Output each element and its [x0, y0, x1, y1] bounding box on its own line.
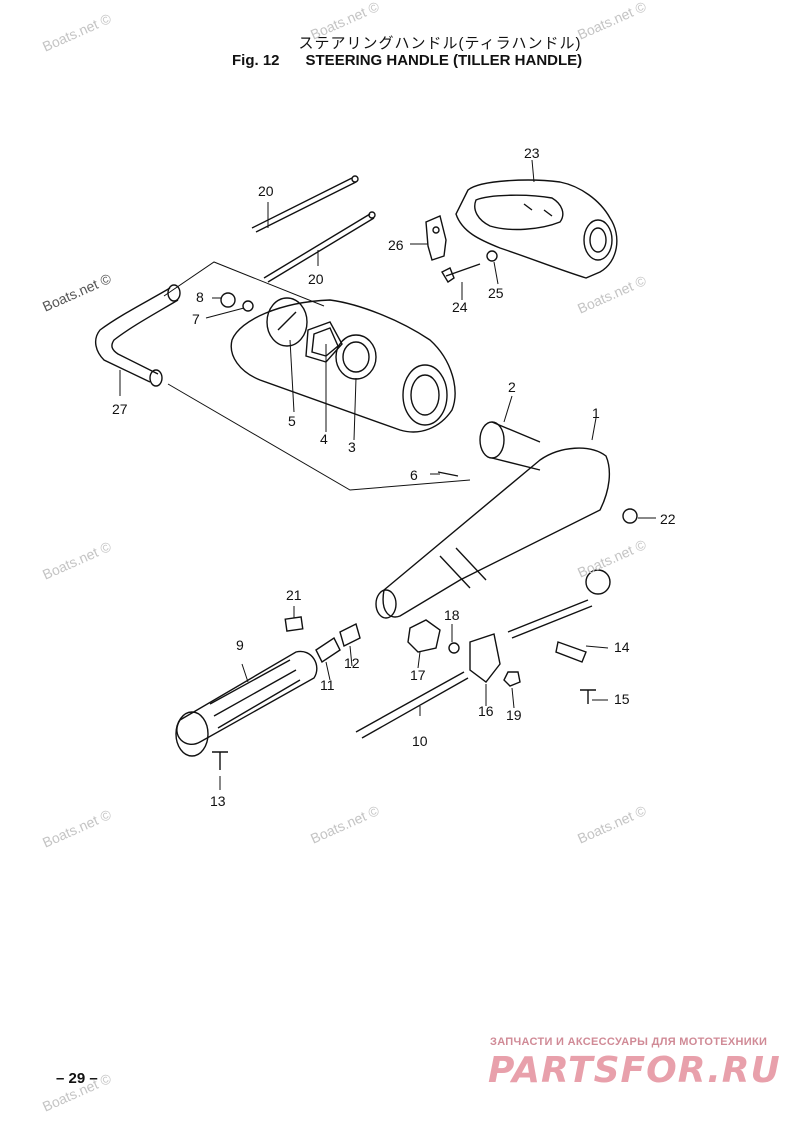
label-24: 24: [452, 299, 468, 315]
part-1-tiller-arm: [375, 447, 611, 619]
label-19: 19: [506, 707, 522, 723]
brand-logo: PARTSFOR.RU: [488, 1050, 781, 1091]
label-25: 25: [488, 285, 504, 301]
label-17: 17: [410, 667, 426, 683]
part-26-bracket: [425, 215, 447, 261]
handle-housing-main: [230, 299, 456, 433]
part-4-gasket: [305, 321, 343, 363]
figure-title: Fig. 12 STEERING HANDLE (TILLER HANDLE): [232, 52, 582, 69]
label-6: 6: [410, 467, 418, 483]
part-27-hose: [94, 284, 181, 387]
label-13: 13: [210, 793, 226, 809]
label-21: 21: [286, 587, 302, 603]
part-15-screw: [580, 689, 596, 704]
part-19-nut: [503, 671, 521, 687]
part-13-screw: [212, 751, 228, 770]
label-2: 2: [508, 379, 516, 395]
label-16: 16: [478, 703, 494, 719]
label-8: 8: [196, 289, 204, 305]
part-12-nut: [339, 622, 361, 648]
label-1: 1: [592, 405, 600, 421]
label-26: 26: [388, 237, 404, 253]
part-7-washer: [242, 300, 254, 312]
part-5-plate: [266, 297, 308, 347]
label-20a: 20: [258, 183, 274, 199]
part-11-bushing: [315, 636, 341, 664]
label-15: 15: [614, 691, 630, 707]
part-14-shaft: [507, 569, 611, 663]
title-japanese: ステアリングハンドル(ティラハンドル): [298, 35, 582, 52]
part-6-screw: [437, 471, 459, 477]
label-14: 14: [614, 639, 630, 655]
label-11: 11: [320, 677, 335, 693]
part-22-cap: [622, 508, 638, 524]
figure-number: Fig. 12: [232, 52, 280, 69]
figure-title-text: STEERING HANDLE (TILLER HANDLE): [305, 52, 583, 69]
part-23-handle-housing: [455, 179, 618, 279]
part-16-bracket: [469, 633, 501, 683]
part-17-knob: [407, 619, 441, 653]
part-20-cables: [251, 175, 376, 283]
label-5: 5: [288, 413, 296, 429]
part-3-seal: [335, 334, 377, 380]
label-9: 9: [236, 637, 244, 653]
part-9-grip: [175, 650, 318, 757]
label-12: 12: [344, 655, 360, 671]
label-10: 10: [412, 733, 428, 749]
label-4: 4: [320, 431, 328, 447]
label-23: 23: [524, 145, 540, 161]
part-labels: 1 2 3 4 5 6 7 8 9 10 11 12 13 14 15 16 1…: [112, 145, 676, 809]
part-18-washer: [448, 642, 460, 654]
part-25-washer: [486, 250, 498, 262]
part-24-bolt: [441, 263, 481, 283]
page-number: – 29 –: [56, 1070, 98, 1087]
part-2-collar: [479, 421, 541, 471]
label-20b: 20: [308, 271, 324, 287]
label-27: 27: [112, 401, 128, 417]
leader-lines: [119, 159, 656, 790]
label-7: 7: [192, 311, 200, 327]
part-10-rod: [355, 671, 469, 739]
part-8-nut: [220, 292, 236, 308]
label-3: 3: [348, 439, 356, 455]
part-21-label: [284, 616, 304, 632]
label-18: 18: [444, 607, 460, 623]
label-22: 22: [660, 511, 676, 527]
brand-subtitle: ЗАПЧАСТИ И АКСЕССУАРЫ ДЛЯ МОТОТЕХНИКИ: [490, 1036, 768, 1048]
